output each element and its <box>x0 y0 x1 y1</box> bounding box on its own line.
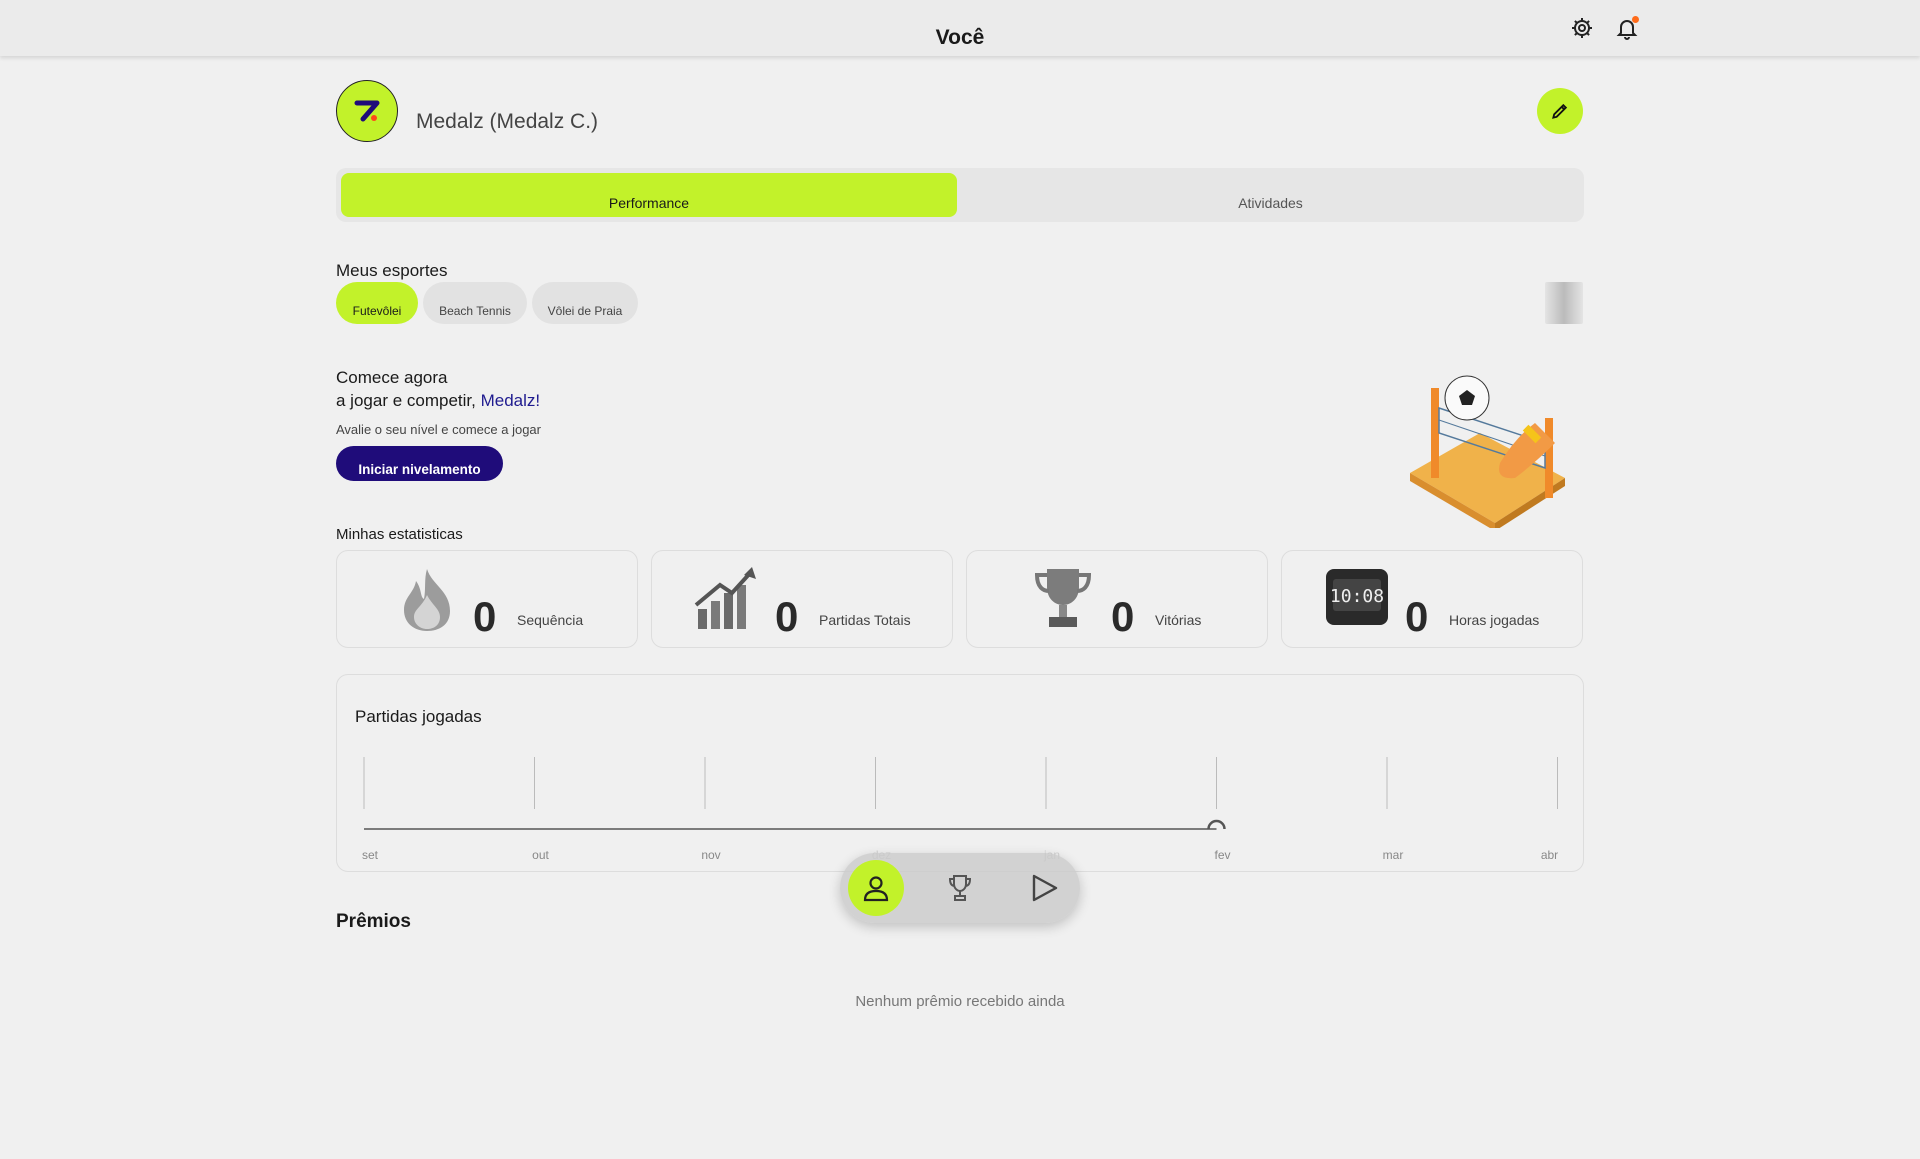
nav-profile-button[interactable] <box>848 860 904 916</box>
stat-card-partidas-totais: 0 Partidas Totais <box>651 550 953 648</box>
chart-current-point <box>1207 819 1226 830</box>
nav-tournaments-button[interactable] <box>932 860 988 916</box>
fire-icon <box>404 569 450 631</box>
avatar[interactable] <box>336 80 398 142</box>
trophy-icon <box>948 875 972 901</box>
digital-clock-icon: 10:08 <box>1326 569 1388 625</box>
stat-label: Sequência <box>517 612 584 628</box>
promo-line-1: Comece agora <box>336 368 448 387</box>
stat-card-horas-jogadas: 10:08 0 Horas jogadas <box>1281 550 1583 648</box>
stat-value: 0 <box>473 593 497 640</box>
tab-atividades[interactable]: Atividades <box>1238 195 1303 211</box>
matches-chart: setoutnovdezjanfevmarabr <box>362 757 1558 862</box>
pencil-icon <box>1552 103 1568 119</box>
chart-x-tick-label: fev <box>1214 848 1230 862</box>
stat-label: Vitórias <box>1155 612 1202 628</box>
stat-card-vitorias: 0 Vitórias <box>966 550 1268 648</box>
sport-chip-beach-tennis[interactable]: Beach Tennis <box>423 282 527 324</box>
volleyball-net-illustration <box>1410 375 1565 528</box>
chart-x-tick-label: mar <box>1383 848 1404 862</box>
start-leveling-button[interactable]: Iniciar nivelamento <box>336 446 503 481</box>
svg-text:10:08: 10:08 <box>1330 586 1384 607</box>
tab-performance[interactable]: Performance <box>341 173 957 217</box>
stat-value: 0 <box>775 593 799 640</box>
sport-chip-futevolei[interactable]: Futevôlei <box>336 282 418 324</box>
tab-bar: Performance Atividades <box>336 168 1584 222</box>
stats-title: Minhas estatisticas <box>336 526 463 543</box>
bell-icon[interactable] <box>1615 16 1639 40</box>
sport-chip-volei-de-praia[interactable]: Vôlei de Praia <box>532 282 638 324</box>
play-icon <box>1032 874 1058 902</box>
user-icon <box>863 876 889 902</box>
stat-card-sequencia: 0 Sequência <box>336 550 638 648</box>
promo-title: Comece agora a jogar e competir, Medalz! <box>336 366 540 412</box>
matches-chart-card: Partidas jogadas setoutnovdezjanfevmarab… <box>336 674 1584 872</box>
promo-subtitle: Avalie o seu nível e comece a jogar <box>336 422 541 437</box>
chart-x-tick-label: set <box>362 848 379 862</box>
promo-line-2: a jogar e competir, Medalz! <box>336 389 540 412</box>
stat-label: Partidas Totais <box>819 612 911 628</box>
stat-value: 0 <box>1405 593 1429 640</box>
medalz-logo-icon <box>354 100 380 122</box>
chart-x-tick-label: abr <box>1541 848 1558 862</box>
chart-title: Partidas jogadas <box>355 707 482 726</box>
page-title: Você <box>935 26 985 49</box>
promo-line-2-prefix: a jogar e competir, <box>336 391 481 410</box>
profile-name: Medalz (Medalz C.) <box>416 110 599 133</box>
nav-play-button[interactable] <box>1016 860 1072 916</box>
gear-icon[interactable] <box>1570 16 1594 40</box>
promo-user-name: Medalz! <box>480 391 541 410</box>
notification-dot <box>1632 16 1639 23</box>
prizes-title: Prêmios <box>336 911 411 932</box>
edit-profile-button[interactable] <box>1537 88 1583 134</box>
growth-chart-icon <box>694 567 756 629</box>
top-bar: Você <box>0 0 1920 56</box>
bottom-navigation <box>840 853 1080 923</box>
prizes-empty-message: Nenhum prêmio recebido ainda <box>855 993 1065 1010</box>
trophy-icon <box>1034 569 1092 627</box>
chart-x-tick-label: nov <box>701 848 720 862</box>
stat-label: Horas jogadas <box>1449 612 1540 628</box>
sports-title: Meus esportes <box>336 261 448 280</box>
chips-scroll-fade <box>1545 282 1583 324</box>
chart-x-tick-label: out <box>532 848 549 862</box>
stat-value: 0 <box>1111 593 1135 640</box>
